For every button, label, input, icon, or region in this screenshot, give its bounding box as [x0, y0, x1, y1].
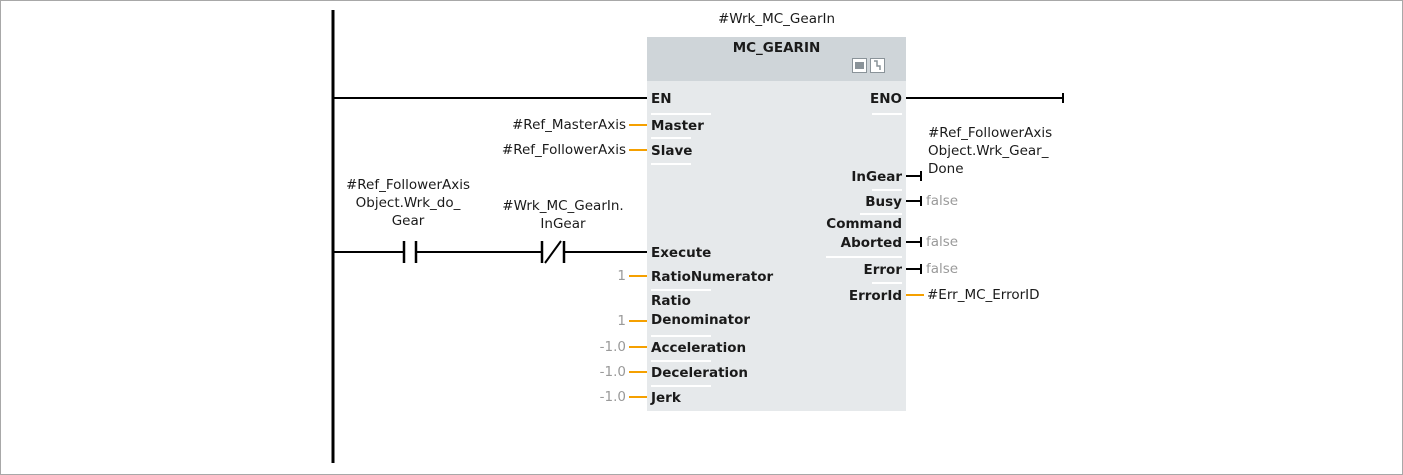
contact-nc-operand-line1[interactable]: #Wrk_MC_GearIn.	[502, 198, 624, 214]
param-ingear-line1[interactable]: #Ref_FollowerAxis	[928, 125, 1053, 141]
pin-separator	[651, 335, 711, 337]
contact-nc-operand-line2[interactable]: InGear	[540, 216, 586, 232]
param-ingear-line3[interactable]: Done	[928, 161, 964, 177]
pin-command-line2[interactable]: Aborted	[840, 235, 902, 251]
pin-separator	[872, 113, 902, 115]
block-instance-icon[interactable]	[852, 58, 867, 73]
param-busy[interactable]: false	[926, 193, 959, 209]
pin-execute[interactable]: Execute	[651, 245, 712, 261]
param-master[interactable]: #Ref_MasterAxis	[511, 117, 626, 133]
pin-separator	[651, 360, 711, 362]
param-slave[interactable]: #Ref_FollowerAxis	[501, 142, 626, 158]
block-type-name[interactable]: MC_GEARIN	[732, 40, 821, 56]
pin-separator	[872, 189, 902, 191]
pin-command-line1[interactable]: Command	[826, 216, 902, 232]
pin-error[interactable]: Error	[863, 262, 902, 278]
block-body[interactable]	[647, 81, 906, 411]
contact-no-operand-line3[interactable]: Gear	[391, 213, 425, 229]
param-acceleration[interactable]: -1.0	[599, 339, 626, 355]
pin-separator	[651, 289, 711, 291]
param-deceleration[interactable]: -1.0	[599, 364, 626, 380]
pin-separator	[826, 256, 902, 258]
pin-rationumerator[interactable]: RatioNumerator	[651, 269, 774, 285]
param-ratiodenominator[interactable]: 1	[617, 313, 626, 329]
param-error[interactable]: false	[926, 261, 959, 277]
param-rationumerator[interactable]: 1	[617, 268, 626, 284]
pin-busy[interactable]: Busy	[865, 194, 902, 210]
pin-separator	[651, 163, 691, 165]
pin-eno[interactable]: ENO	[870, 91, 902, 107]
pin-slave[interactable]: Slave	[651, 143, 693, 159]
pin-ratio-line1[interactable]: Ratio	[651, 293, 691, 309]
pin-ratio-line2[interactable]: Denominator	[651, 312, 751, 328]
pin-acceleration[interactable]: Acceleration	[651, 340, 747, 356]
pin-errorid[interactable]: ErrorId	[848, 288, 902, 304]
contact-no-operand-line1[interactable]: #Ref_FollowerAxis	[345, 177, 471, 193]
param-ingear-line2[interactable]: Object.Wrk_Gear_	[928, 143, 1049, 159]
block-icons	[852, 58, 886, 75]
param-errorid[interactable]: #Err_MC_ErrorID	[927, 287, 1040, 303]
pin-separator	[651, 137, 691, 139]
contact-no-operand-line2[interactable]: Object.Wrk_do_	[355, 195, 461, 211]
pin-separator	[651, 113, 711, 115]
pin-separator	[651, 385, 711, 387]
param-commandaborted[interactable]: false	[926, 234, 959, 250]
block-type-icon[interactable]	[870, 58, 885, 73]
pin-ingear[interactable]: InGear	[851, 169, 902, 185]
pin-deceleration[interactable]: Deceleration	[651, 365, 749, 381]
instance-name[interactable]: #Wrk_MC_GearIn	[717, 11, 836, 27]
pin-jerk[interactable]: Jerk	[651, 390, 681, 406]
pin-en[interactable]: EN	[651, 91, 672, 107]
pin-master[interactable]: Master	[651, 118, 704, 134]
param-jerk[interactable]: -1.0	[599, 389, 626, 405]
pin-separator	[872, 282, 902, 284]
pin-separator	[860, 213, 902, 215]
contact-nc-slash	[544, 240, 562, 264]
